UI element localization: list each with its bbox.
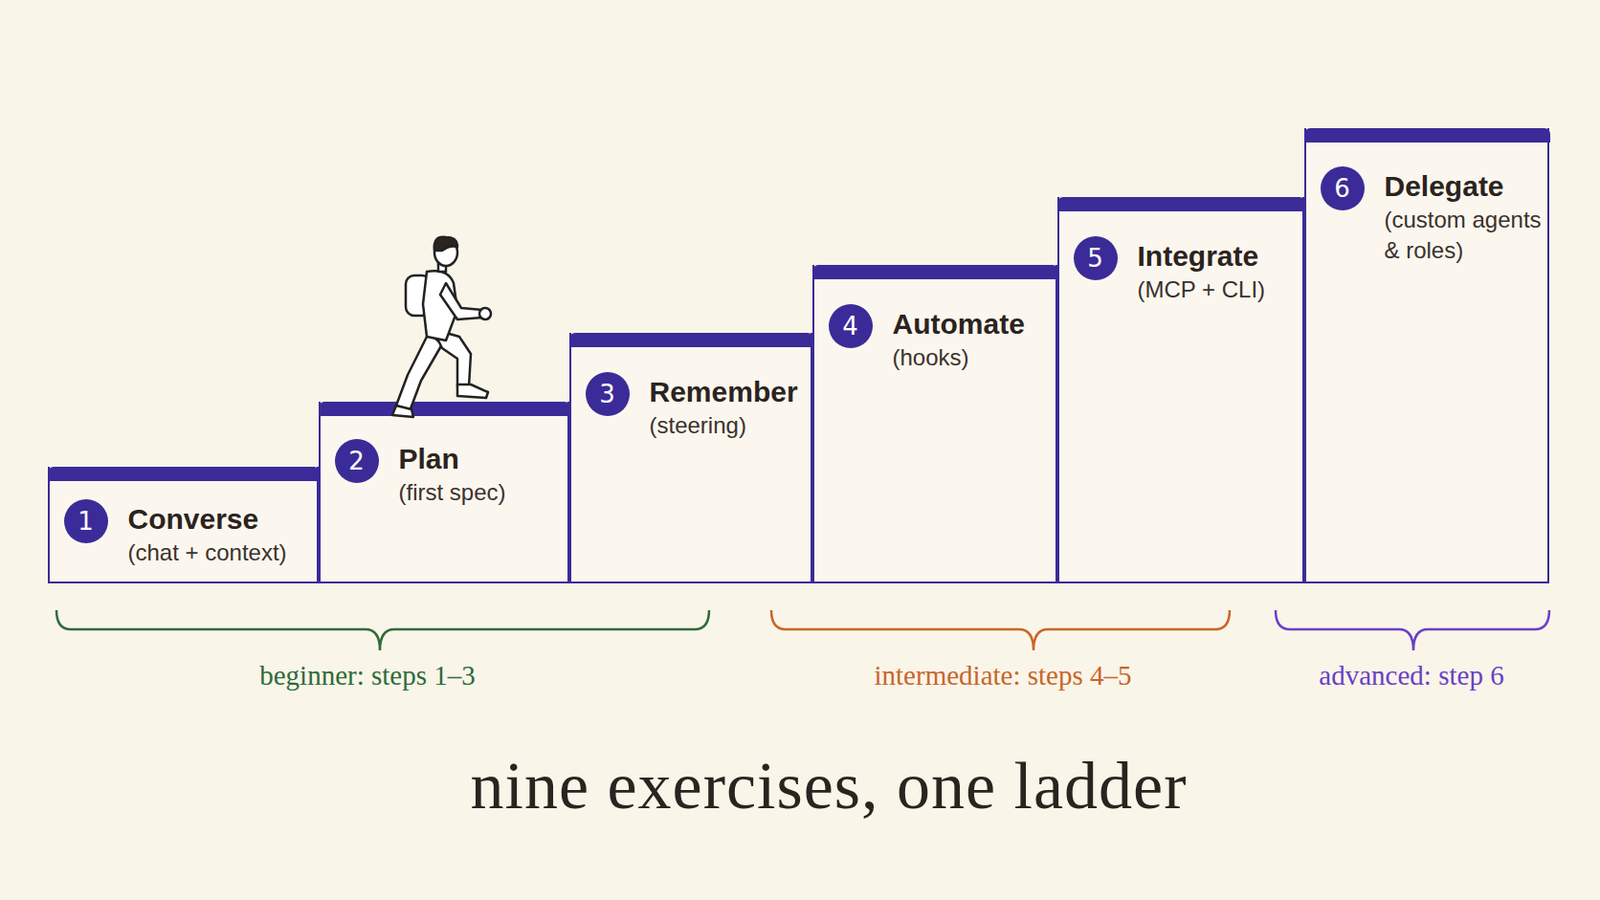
step-title: Automate <box>892 308 1054 341</box>
callout-number: 3 <box>599 379 616 409</box>
group-label: intermediate: steps 4–5 <box>874 660 1133 692</box>
step-number-circle: 6 <box>1320 166 1365 211</box>
step-title: Integrate <box>1137 240 1301 273</box>
step-box: 3 Remember(steering) <box>569 333 813 584</box>
callout-number: 5 <box>1087 244 1104 273</box>
step-number-circle: 1 <box>64 499 109 544</box>
step-subtitle: (custom agents & roles) <box>1384 204 1544 267</box>
callout-number: 6 <box>1333 174 1351 203</box>
top-bar <box>47 466 320 482</box>
step-box: 4 Automate(hooks) <box>812 265 1058 584</box>
back-leg <box>396 333 443 412</box>
step-number-circle: 2 <box>334 439 379 484</box>
fist <box>479 308 491 320</box>
beginner-bracket <box>56 610 710 651</box>
advanced-bracket <box>1275 610 1550 651</box>
top-bar <box>1057 197 1306 212</box>
callout-number: 2 <box>348 446 365 476</box>
step-number-circle: 5 <box>1073 236 1118 281</box>
top-bar <box>569 333 814 348</box>
step-subtitle: (hooks) <box>892 342 1052 374</box>
top-bar <box>1304 128 1551 143</box>
arm <box>440 283 483 320</box>
foot-front <box>457 384 489 399</box>
step-subtitle: (first spec) <box>399 477 564 509</box>
step-box: 1 Converse(chat + context) <box>47 466 319 584</box>
step-box: 6 Delegate(custom agents & roles) <box>1304 128 1550 584</box>
step-box: 5 Integrate(MCP + CLI) <box>1057 197 1305 584</box>
intermediate-bracket <box>771 610 1230 651</box>
step-subtitle: (MCP + CLI) <box>1137 274 1299 306</box>
step-subtitle: (chat + context) <box>128 537 313 569</box>
step-number-circle: 4 <box>828 304 873 349</box>
group-label: advanced: step 6 <box>1318 660 1504 692</box>
callout-number: 4 <box>842 311 859 341</box>
hair <box>434 237 458 251</box>
group-label: beginner: steps 1–3 <box>259 660 476 692</box>
step-box: 2 Plan(first spec) <box>318 401 570 584</box>
foot-back <box>392 405 414 418</box>
callout-number: 1 <box>77 507 94 536</box>
step-title: Delegate <box>1384 170 1546 203</box>
step-title: Remember <box>649 376 809 409</box>
caption: nine exercises, one ladder <box>469 748 1187 825</box>
top-bar <box>318 401 571 417</box>
step-subtitle: (steering) <box>649 410 807 442</box>
step-number-circle: 3 <box>585 372 630 417</box>
top-bar <box>812 265 1059 280</box>
step-title: Converse <box>128 503 315 536</box>
step-title: Plan <box>399 443 566 476</box>
